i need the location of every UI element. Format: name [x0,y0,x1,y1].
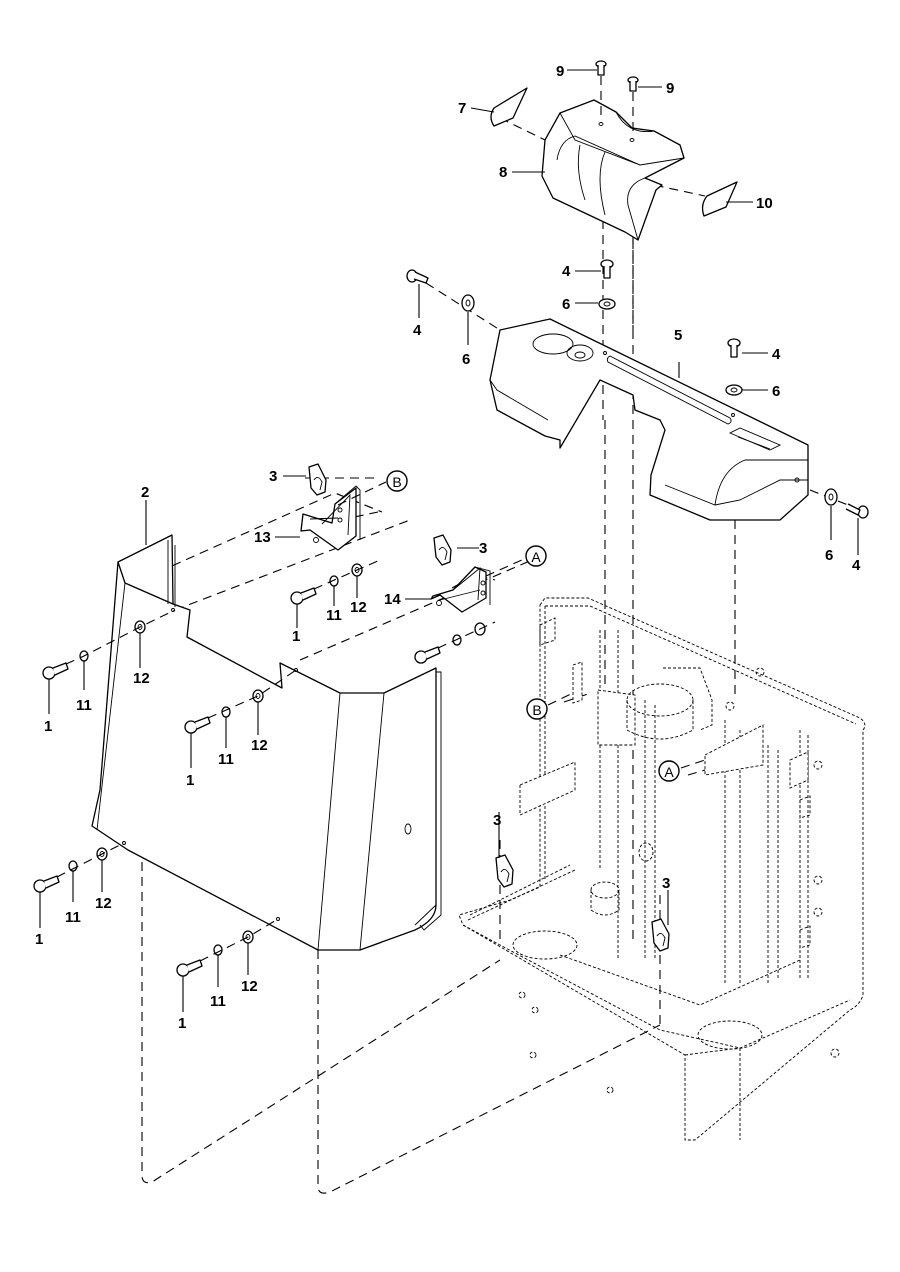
callout-13: 13 [254,529,271,546]
part-5-top-cover [489,318,809,521]
ref-marker-b [386,470,408,492]
callout-12: 12 [95,895,112,912]
part-4-screws [406,259,869,519]
callout-12: 12 [133,670,150,687]
ref-marker-b-frame [526,698,548,720]
callout-1: 1 [178,1015,186,1032]
part-14-bracket [430,566,491,613]
callout-1: 1 [44,718,52,735]
callout-1: 1 [292,628,300,645]
part-9-screws [595,60,639,136]
part-7-decal [490,87,528,127]
callout-12: 12 [350,599,367,616]
callout-12: 12 [251,737,268,754]
callout-4: 4 [772,346,781,363]
callout-7: 7 [458,100,466,117]
callout-5: 5 [674,327,682,344]
callout-14: 14 [384,591,401,608]
ref-marker-a-frame [658,760,680,782]
callout-3: 3 [662,875,670,892]
callout-11: 11 [210,993,226,1010]
reference-markers: B A B A [337,470,706,782]
callout-1: 1 [35,931,43,948]
callout-4: 4 [413,322,422,339]
callout-4: 4 [852,557,861,574]
callout-11: 11 [326,607,342,624]
ref-marker-a-label: A [531,549,541,565]
callout-4: 4 [562,263,571,280]
part-8-head-cover [541,99,685,241]
callout-3: 3 [479,540,487,557]
callout-11: 11 [65,909,81,926]
part-2-side-panel [91,534,442,951]
callout-6: 6 [562,296,570,313]
part-3-clips [308,463,670,952]
leader-lines [39,69,859,1012]
callout-8: 8 [499,164,507,181]
callout-2: 2 [141,484,149,501]
callout-11: 11 [218,751,234,768]
callout-9: 9 [556,63,564,80]
callout-labels: 9 9 7 8 10 4 6 4 6 5 4 6 6 4 2 3 13 3 14… [35,63,861,1032]
callout-11: 11 [76,697,92,714]
callout-3: 3 [493,812,501,829]
callout-6: 6 [825,547,833,564]
callout-10: 10 [756,195,773,212]
part-10-decal [701,181,738,217]
callout-6: 6 [772,383,780,400]
ref-marker-b-frame-label: B [532,702,541,718]
ref-marker-a-frame-label: A [664,764,674,780]
assembly-lines [141,117,849,1194]
callout-1: 1 [186,772,194,789]
chassis-frame [458,597,866,1141]
ref-marker-a [525,545,547,567]
ref-marker-b-label: B [392,474,401,490]
callout-9: 9 [666,80,674,97]
part-6-washers [461,294,838,506]
callout-6: 6 [462,351,470,368]
callout-12: 12 [241,978,258,995]
callout-3: 3 [269,468,277,485]
